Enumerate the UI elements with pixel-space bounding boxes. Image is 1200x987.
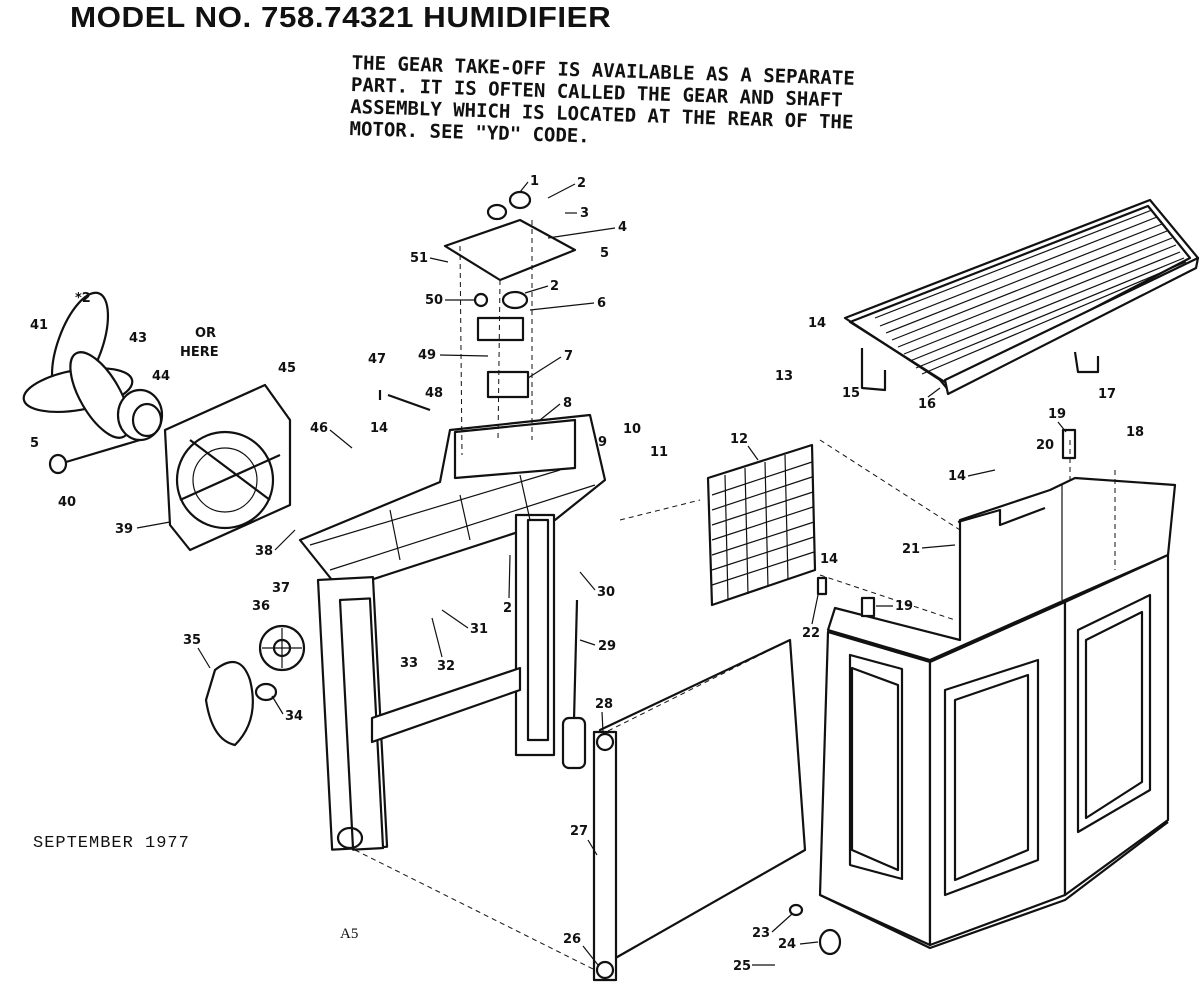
part-label: 32 [437, 659, 455, 674]
part-label: 45 [278, 361, 296, 376]
part-label: 28 [595, 697, 613, 712]
part-label: 12 [730, 432, 748, 447]
part-label: 38 [255, 544, 273, 559]
part-label: 14 [948, 469, 966, 484]
part-label: 29 [598, 639, 616, 654]
fan-blade [22, 291, 134, 439]
cabinet-body [818, 476, 1177, 950]
part-label: 11 [650, 445, 668, 460]
part-label: 15 [842, 386, 860, 401]
part-label: 49 [418, 348, 436, 363]
part-label: 4 [618, 220, 627, 235]
part-label: *2 [75, 291, 91, 306]
part-label: 6 [597, 296, 606, 311]
part-labels: 1 2 3 4 5 51 2 50 6 49 7 47 48 8 41 *2 O… [30, 174, 1144, 974]
part-label: 18 [1126, 425, 1144, 440]
part-label: 2 [503, 601, 512, 616]
part-label: 13 [775, 369, 793, 384]
part-label: 2 [577, 176, 586, 191]
gear-takeoff-assembly [443, 190, 577, 456]
motor-chassis-frame [298, 413, 607, 851]
part-label: 3 [580, 206, 589, 221]
part-label: 39 [115, 522, 133, 537]
part-label: 7 [564, 349, 573, 364]
part-label: OR [195, 326, 216, 341]
part-label: 10 [623, 422, 641, 437]
part-label: 5 [600, 246, 609, 261]
float-assembly [561, 599, 587, 770]
part-label: 44 [152, 369, 170, 384]
part-label: HERE [180, 345, 219, 360]
part-label: 48 [425, 386, 443, 401]
part-label: 14 [820, 552, 838, 567]
part-label: 37 [272, 581, 290, 596]
part-label: 24 [778, 937, 796, 952]
part-label: 16 [918, 397, 936, 412]
part-label: 9 [598, 435, 607, 450]
misc-brackets [378, 390, 1077, 956]
part-label: 5 [30, 436, 39, 451]
assembly-guide-lines [354, 439, 1116, 971]
part-label: 2 [550, 279, 559, 294]
part-label: 8 [563, 396, 572, 411]
part-label: 50 [425, 293, 443, 308]
part-label: 19 [1048, 407, 1066, 422]
part-label: 21 [902, 542, 920, 557]
part-label: 22 [802, 626, 820, 641]
part-label: 41 [30, 318, 48, 333]
print-date: SEPTEMBER 1977 [33, 834, 190, 853]
part-label: 30 [597, 585, 615, 600]
drive-pulley [204, 624, 306, 747]
top-cover-grille [843, 198, 1200, 396]
part-label: 43 [129, 331, 147, 346]
part-label: 23 [752, 926, 770, 941]
part-label: 17 [1098, 387, 1116, 402]
part-label: 35 [183, 633, 201, 648]
fan-shroud [163, 383, 292, 552]
part-label: 36 [252, 599, 270, 614]
part-label: 47 [368, 352, 386, 367]
part-label: 46 [310, 421, 328, 436]
part-label: 26 [563, 932, 581, 947]
part-label: 51 [410, 251, 428, 266]
evaporator-pad [706, 443, 817, 607]
part-label: 25 [733, 959, 751, 974]
part-label: 14 [370, 421, 388, 436]
part-label: 1 [530, 174, 539, 189]
part-label: 27 [570, 824, 588, 839]
page-title: MODEL NO. 758.74321 HUMIDIFIER [70, 2, 612, 34]
page-code: A5 [340, 926, 359, 942]
part-label: 34 [285, 709, 303, 724]
part-label: 20 [1036, 438, 1054, 453]
part-label: 33 [400, 656, 418, 671]
part-label: 40 [58, 495, 76, 510]
part-label: 14 [808, 316, 826, 331]
water-drum-frame [592, 638, 807, 982]
part-label: 31 [470, 622, 488, 637]
part-label: 19 [895, 599, 913, 614]
motor-pulley [48, 388, 164, 475]
